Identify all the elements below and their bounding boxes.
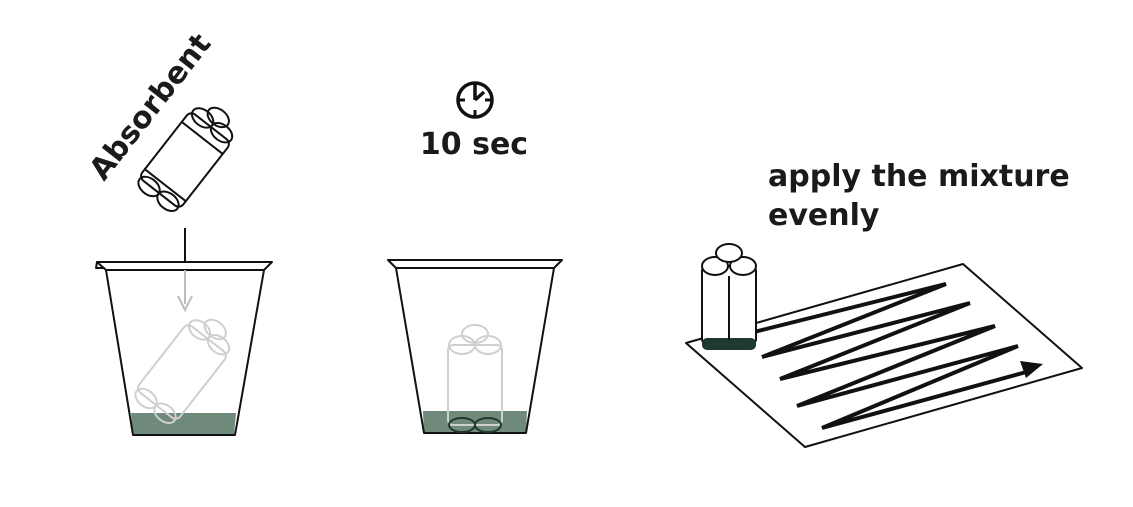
submerged-pack-ghost: [134, 318, 231, 424]
absorbent-pack-icon: [137, 106, 234, 212]
stopwatch-icon: [456, 81, 494, 119]
arrow-right-icon: [1020, 361, 1043, 378]
application-zigzag: [748, 282, 1032, 430]
arrow-down-icon: [177, 228, 193, 313]
step-1: Absorbent: [83, 27, 273, 436]
time-label: 10 sec: [420, 127, 528, 162]
sheet-icon: [685, 263, 1083, 448]
step-3: apply the mixture evenly: [685, 159, 1083, 448]
step-2: 10 sec: [387, 81, 563, 434]
submerged-pack-ghost: [447, 324, 503, 433]
liquid: [131, 413, 236, 435]
cup-icon: [95, 261, 273, 436]
absorbent-pack-icon: [701, 243, 757, 350]
apply-label-line2: evenly: [768, 198, 880, 233]
apply-label-line1: apply the mixture: [768, 159, 1070, 194]
